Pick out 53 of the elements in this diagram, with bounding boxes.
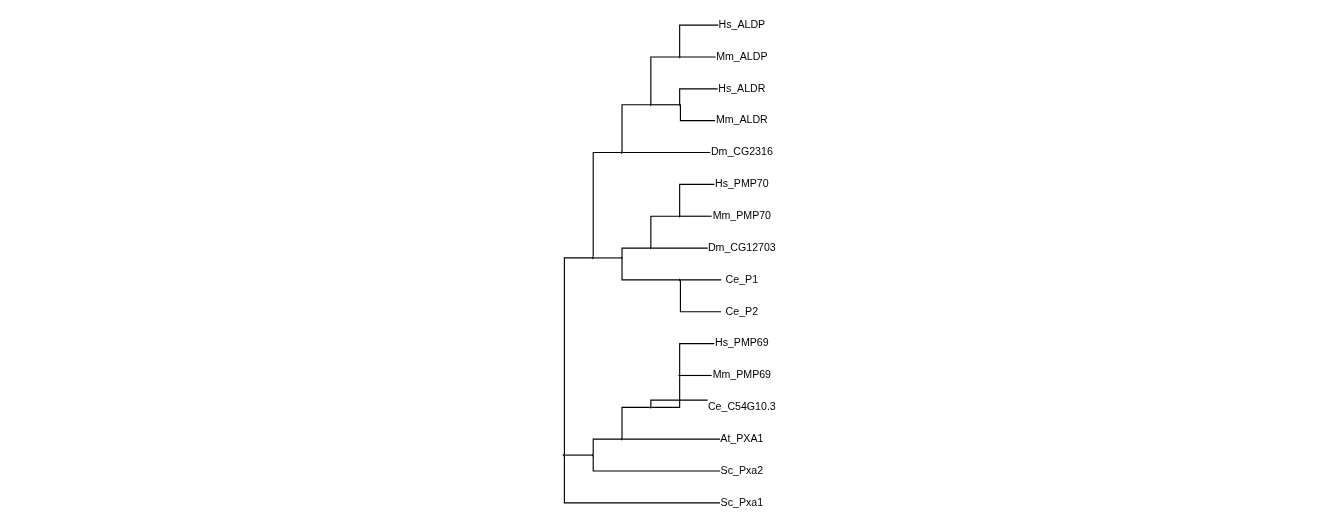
node-text: Hs_ALDP xyxy=(718,17,765,30)
node-text: Mm_PMP69 xyxy=(712,368,771,381)
node-point xyxy=(591,256,594,260)
node-text: At_PXA1 xyxy=(719,431,763,444)
node-point xyxy=(562,453,565,457)
connector xyxy=(679,374,712,377)
connector xyxy=(621,151,711,154)
node-point xyxy=(677,278,681,282)
node-point xyxy=(648,406,652,409)
node-text: Ce_P2 xyxy=(725,304,758,317)
connector xyxy=(563,454,592,456)
node-text: Hs_ALDR xyxy=(717,81,765,94)
node-point xyxy=(620,256,623,260)
connector xyxy=(592,438,621,455)
connector xyxy=(620,247,650,258)
connector xyxy=(592,455,721,472)
node-point xyxy=(620,437,623,441)
connector xyxy=(620,104,650,153)
connector xyxy=(563,455,721,504)
node-text: Hs_PMP69 xyxy=(714,336,769,349)
node-text: Dm_CG12703 xyxy=(707,240,776,253)
node-text: Mm_ALDP xyxy=(715,49,767,62)
connector xyxy=(649,215,679,248)
node-text: Sc_Pxa1 xyxy=(720,495,763,508)
node-point xyxy=(677,103,681,106)
connector xyxy=(650,104,679,106)
connector xyxy=(592,151,621,258)
connector xyxy=(679,104,716,122)
node-point xyxy=(677,55,681,59)
node-point xyxy=(677,374,681,377)
connector xyxy=(678,183,715,216)
node-point xyxy=(648,246,652,250)
connector xyxy=(620,406,650,439)
connector xyxy=(678,343,715,375)
node-text: Mm_PMP70 xyxy=(712,209,771,222)
node-text: Ce_P1 xyxy=(725,272,758,285)
connector xyxy=(679,215,712,217)
node-text: Sc_Pxa2 xyxy=(720,463,763,476)
connector xyxy=(650,247,708,249)
node-text: Dm_CG2316 xyxy=(710,145,773,158)
connector xyxy=(649,399,708,407)
connector xyxy=(592,257,621,259)
node-point xyxy=(648,103,652,106)
connector xyxy=(621,438,721,440)
connector xyxy=(563,257,592,455)
connector xyxy=(650,375,680,408)
node-text: Ce_C54G10.3 xyxy=(707,400,776,413)
connector xyxy=(678,88,718,105)
node-text: Mm_ALDR xyxy=(715,113,768,126)
node-text: Hs_PMP70 xyxy=(714,177,769,190)
node-point xyxy=(591,453,594,457)
node-point xyxy=(620,151,623,154)
node-point xyxy=(677,215,681,218)
